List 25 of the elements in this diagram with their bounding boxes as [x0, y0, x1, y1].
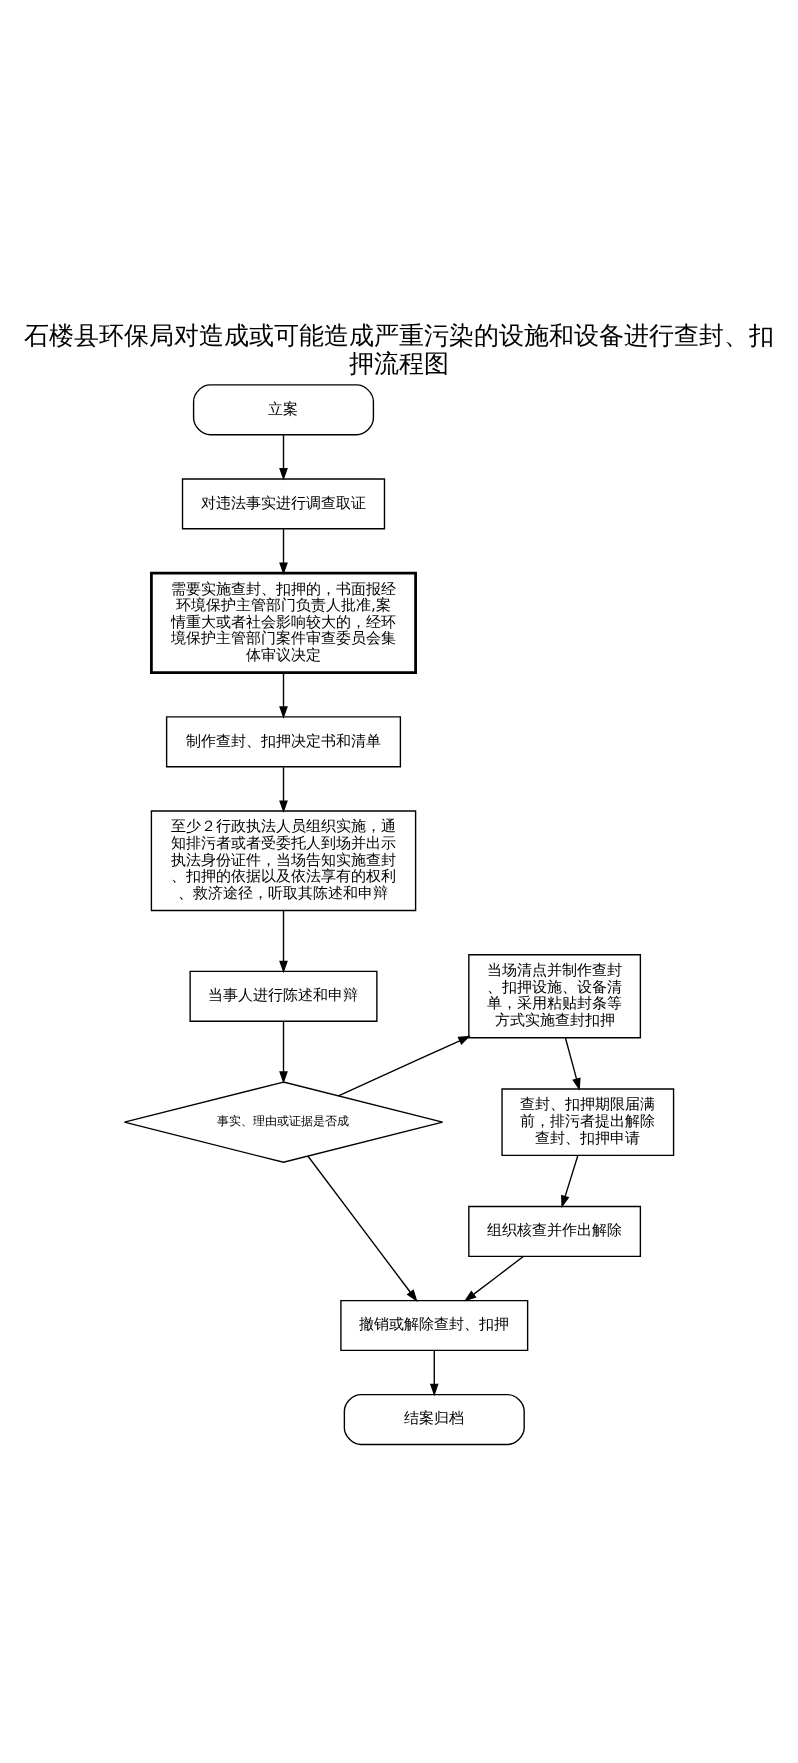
node-box: 至少２行政执法人员组织实施，通知排污者或者受委托人到场并出示执法身份证件，当场告知实施查封、扣押的依据以及依法享有的权利、救济途径，听取其陈述和申辩	[150, 810, 417, 912]
arrow	[464, 1256, 524, 1302]
node-box: 对违法事实进行调查取证	[181, 478, 386, 530]
arrow	[279, 766, 288, 813]
node-box: 需要实施查封、扣押的，书面报经环境保护主管部门负责人批准,案情重大或者社会影响较大的，经环境保护主管部门案件审查委员会集体审议决定	[150, 571, 417, 675]
node-box: 立案	[192, 384, 375, 436]
arrow	[564, 1037, 581, 1091]
arrow	[279, 1020, 288, 1084]
diagram-title: 石楼县环保局对造成或可能造成严重污染的设施和设备进行查封、扣押流程图	[24, 320, 774, 378]
arrow	[307, 1155, 418, 1302]
arrow	[429, 1350, 439, 1397]
arrow	[561, 1154, 579, 1208]
arrow	[337, 1035, 471, 1097]
node-box: 查封、扣押期限届满前，排污者提出解除查封、扣押申请	[501, 1088, 675, 1157]
arrow	[279, 672, 288, 719]
node-box: 结案归档	[343, 1394, 525, 1446]
node-box: 当场清点并制作查封、扣押设施、设备清单，采用粘贴封条等方式实施查封扣押	[468, 954, 642, 1039]
node-diamond: 事实、理由或证据是否成	[123, 1081, 444, 1163]
node-box: 组织核查并作出解除	[468, 1205, 642, 1258]
arrow	[279, 910, 288, 974]
node-box: 撤销或解除查封、扣押	[340, 1299, 529, 1352]
node-box: 制作查封、扣押决定书和清单	[165, 716, 402, 768]
node-box: 当事人进行陈述和申辩	[189, 970, 378, 1022]
arrow	[279, 434, 288, 481]
arrow	[279, 528, 288, 576]
